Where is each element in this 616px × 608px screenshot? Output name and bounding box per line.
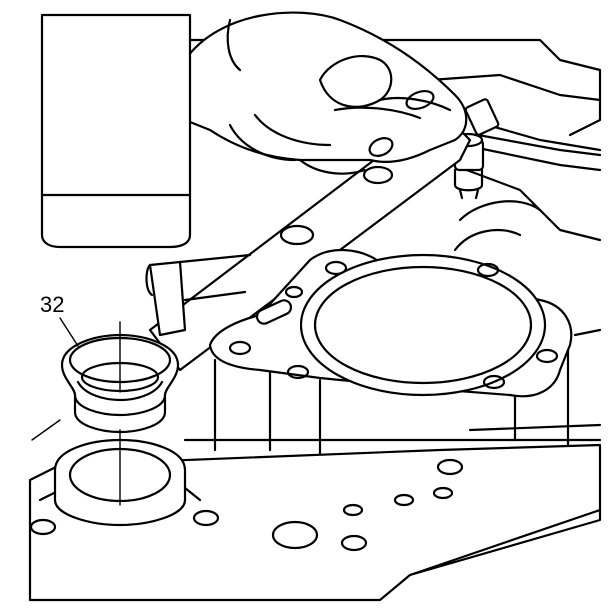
- callout-label: 32: [40, 292, 64, 317]
- pipe-fitting: [452, 98, 602, 200]
- hand-drawing: [183, 11, 468, 175]
- callout-leader: [59, 317, 79, 347]
- main-gasket-plate: [208, 248, 573, 398]
- callout-32: 32: [40, 292, 79, 347]
- left-bolt: [145, 253, 252, 337]
- alignment-lines: [31, 321, 121, 506]
- lower-housing: [183, 328, 602, 457]
- tool-handle: [40, 13, 192, 249]
